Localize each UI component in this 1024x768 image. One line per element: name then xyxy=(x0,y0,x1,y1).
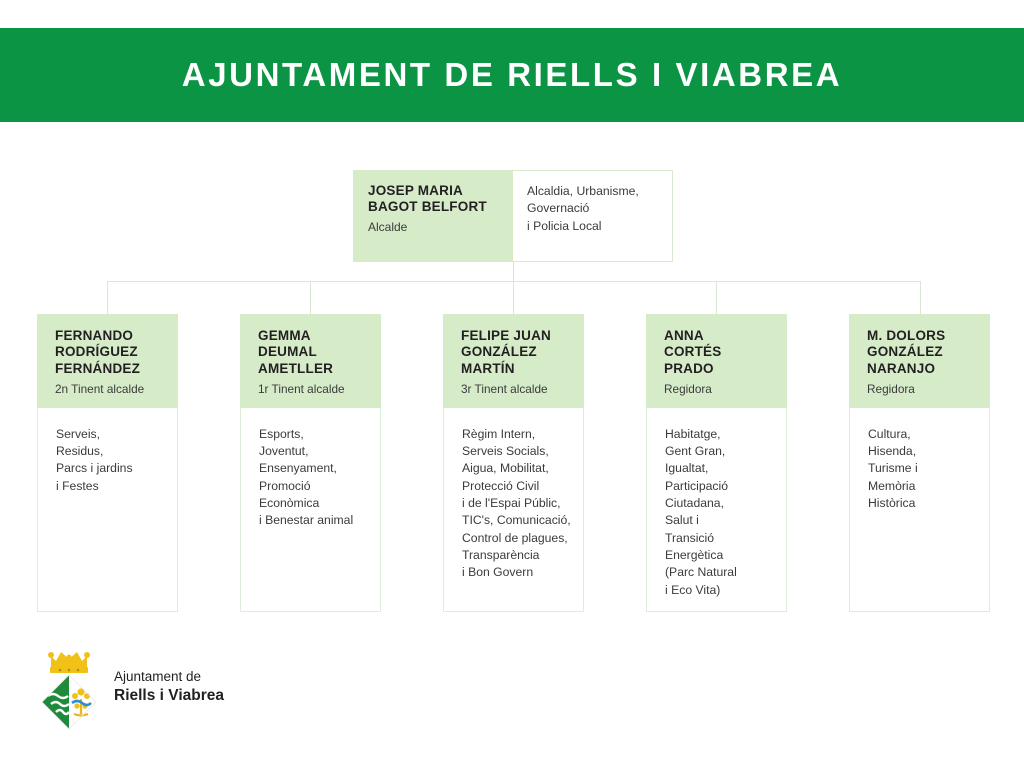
page-title: AJUNTAMENT DE RIELLS I VIABREA xyxy=(181,56,843,93)
connector-drop-1 xyxy=(107,281,108,314)
member-3-header: FELIPE JUAN GONZÁLEZ MARTÍN 3r Tinent al… xyxy=(443,314,584,408)
org-node-member-4[interactable]: ANNA CORTÉS PRADO Regidora Habitatge, Ge… xyxy=(646,314,787,612)
member-1-name: FERNANDO RODRÍGUEZ FERNÁNDEZ xyxy=(55,328,141,376)
member-5-header: M. DOLORS GONZÁLEZ NARANJO Regidora xyxy=(849,314,990,408)
member-1-header: FERNANDO RODRÍGUEZ FERNÁNDEZ 2n Tinent a… xyxy=(37,314,178,408)
member-5-body: Cultura, Hisenda, Turisme i Memòria Hist… xyxy=(849,407,990,612)
mayor-name-box: JOSEP MARIA BAGOT BELFORT Alcalde xyxy=(353,170,513,262)
member-5-name: M. DOLORS GONZÁLEZ NARANJO xyxy=(867,328,946,376)
connector-drop-3 xyxy=(513,281,514,314)
mayor-role: Alcalde xyxy=(368,219,408,234)
member-3-name: FELIPE JUAN GONZÁLEZ MARTÍN xyxy=(461,328,551,376)
member-1-body: Serveis, Residus, Parcs i jardins i Fest… xyxy=(37,407,178,612)
member-4-header: ANNA CORTÉS PRADO Regidora xyxy=(646,314,787,408)
logo-line-1: Ajuntament de xyxy=(114,668,202,684)
org-node-member-2[interactable]: GEMMA DEUMAL AMETLLER 1r Tinent alcalde … xyxy=(240,314,381,612)
crown-icon xyxy=(48,652,90,673)
member-5-duties: Cultura, Hisenda, Turisme i Memòria Hist… xyxy=(868,426,918,511)
org-node-member-3[interactable]: FELIPE JUAN GONZÁLEZ MARTÍN 3r Tinent al… xyxy=(443,314,584,612)
member-5-role: Regidora xyxy=(867,382,915,397)
member-2-name: GEMMA DEUMAL AMETLLER xyxy=(258,328,334,376)
member-2-role: 1r Tinent alcalde xyxy=(258,382,345,397)
member-1-role: 2n Tinent alcalde xyxy=(55,382,145,397)
mayor-name: JOSEP MARIA BAGOT BELFORT xyxy=(368,183,487,215)
org-node-mayor[interactable]: JOSEP MARIA BAGOT BELFORT Alcalde Alcald… xyxy=(353,170,673,262)
shield-diamond xyxy=(41,674,97,730)
member-1-duties: Serveis, Residus, Parcs i jardins i Fest… xyxy=(56,426,133,493)
member-2-body: Esports, Joventut, Ensenyament, Promoció… xyxy=(240,407,381,612)
member-4-name: ANNA CORTÉS PRADO xyxy=(664,328,722,376)
connector-drop-2 xyxy=(310,281,311,314)
coat-of-arms-crest-icon xyxy=(38,646,100,730)
member-3-body: Règim Intern, Serveis Socials, Aigua, Mo… xyxy=(443,407,584,612)
member-4-duties: Habitatge, Gent Gran, Igualtat, Particip… xyxy=(665,426,737,597)
member-3-role: 3r Tinent alcalde xyxy=(461,382,548,397)
mayor-duties-box: Alcaldia, Urbanisme, Governació i Polici… xyxy=(513,170,673,262)
member-3-duties: Règim Intern, Serveis Socials, Aigua, Mo… xyxy=(462,426,571,580)
logo-line-2: Riells i Viabrea xyxy=(114,686,224,704)
connector-drop-4 xyxy=(716,281,717,314)
page-header-banner: AJUNTAMENT DE RIELLS I VIABREA xyxy=(0,28,1024,122)
logo-wordmark: Ajuntament de Riells i Viabrea xyxy=(114,669,224,707)
org-node-member-5[interactable]: M. DOLORS GONZÁLEZ NARANJO Regidora Cult… xyxy=(849,314,990,612)
mayor-duties: Alcaldia, Urbanisme, Governació i Polici… xyxy=(527,184,639,233)
member-2-duties: Esports, Joventut, Ensenyament, Promoció… xyxy=(259,426,354,528)
footer-logo: Ajuntament de Riells i Viabrea xyxy=(38,646,224,730)
member-2-header: GEMMA DEUMAL AMETLLER 1r Tinent alcalde xyxy=(240,314,381,408)
member-4-role: Regidora xyxy=(664,382,712,397)
org-node-member-1[interactable]: FERNANDO RODRÍGUEZ FERNÁNDEZ 2n Tinent a… xyxy=(37,314,178,612)
connector-drop-5 xyxy=(920,281,921,314)
member-4-body: Habitatge, Gent Gran, Igualtat, Particip… xyxy=(646,407,787,612)
